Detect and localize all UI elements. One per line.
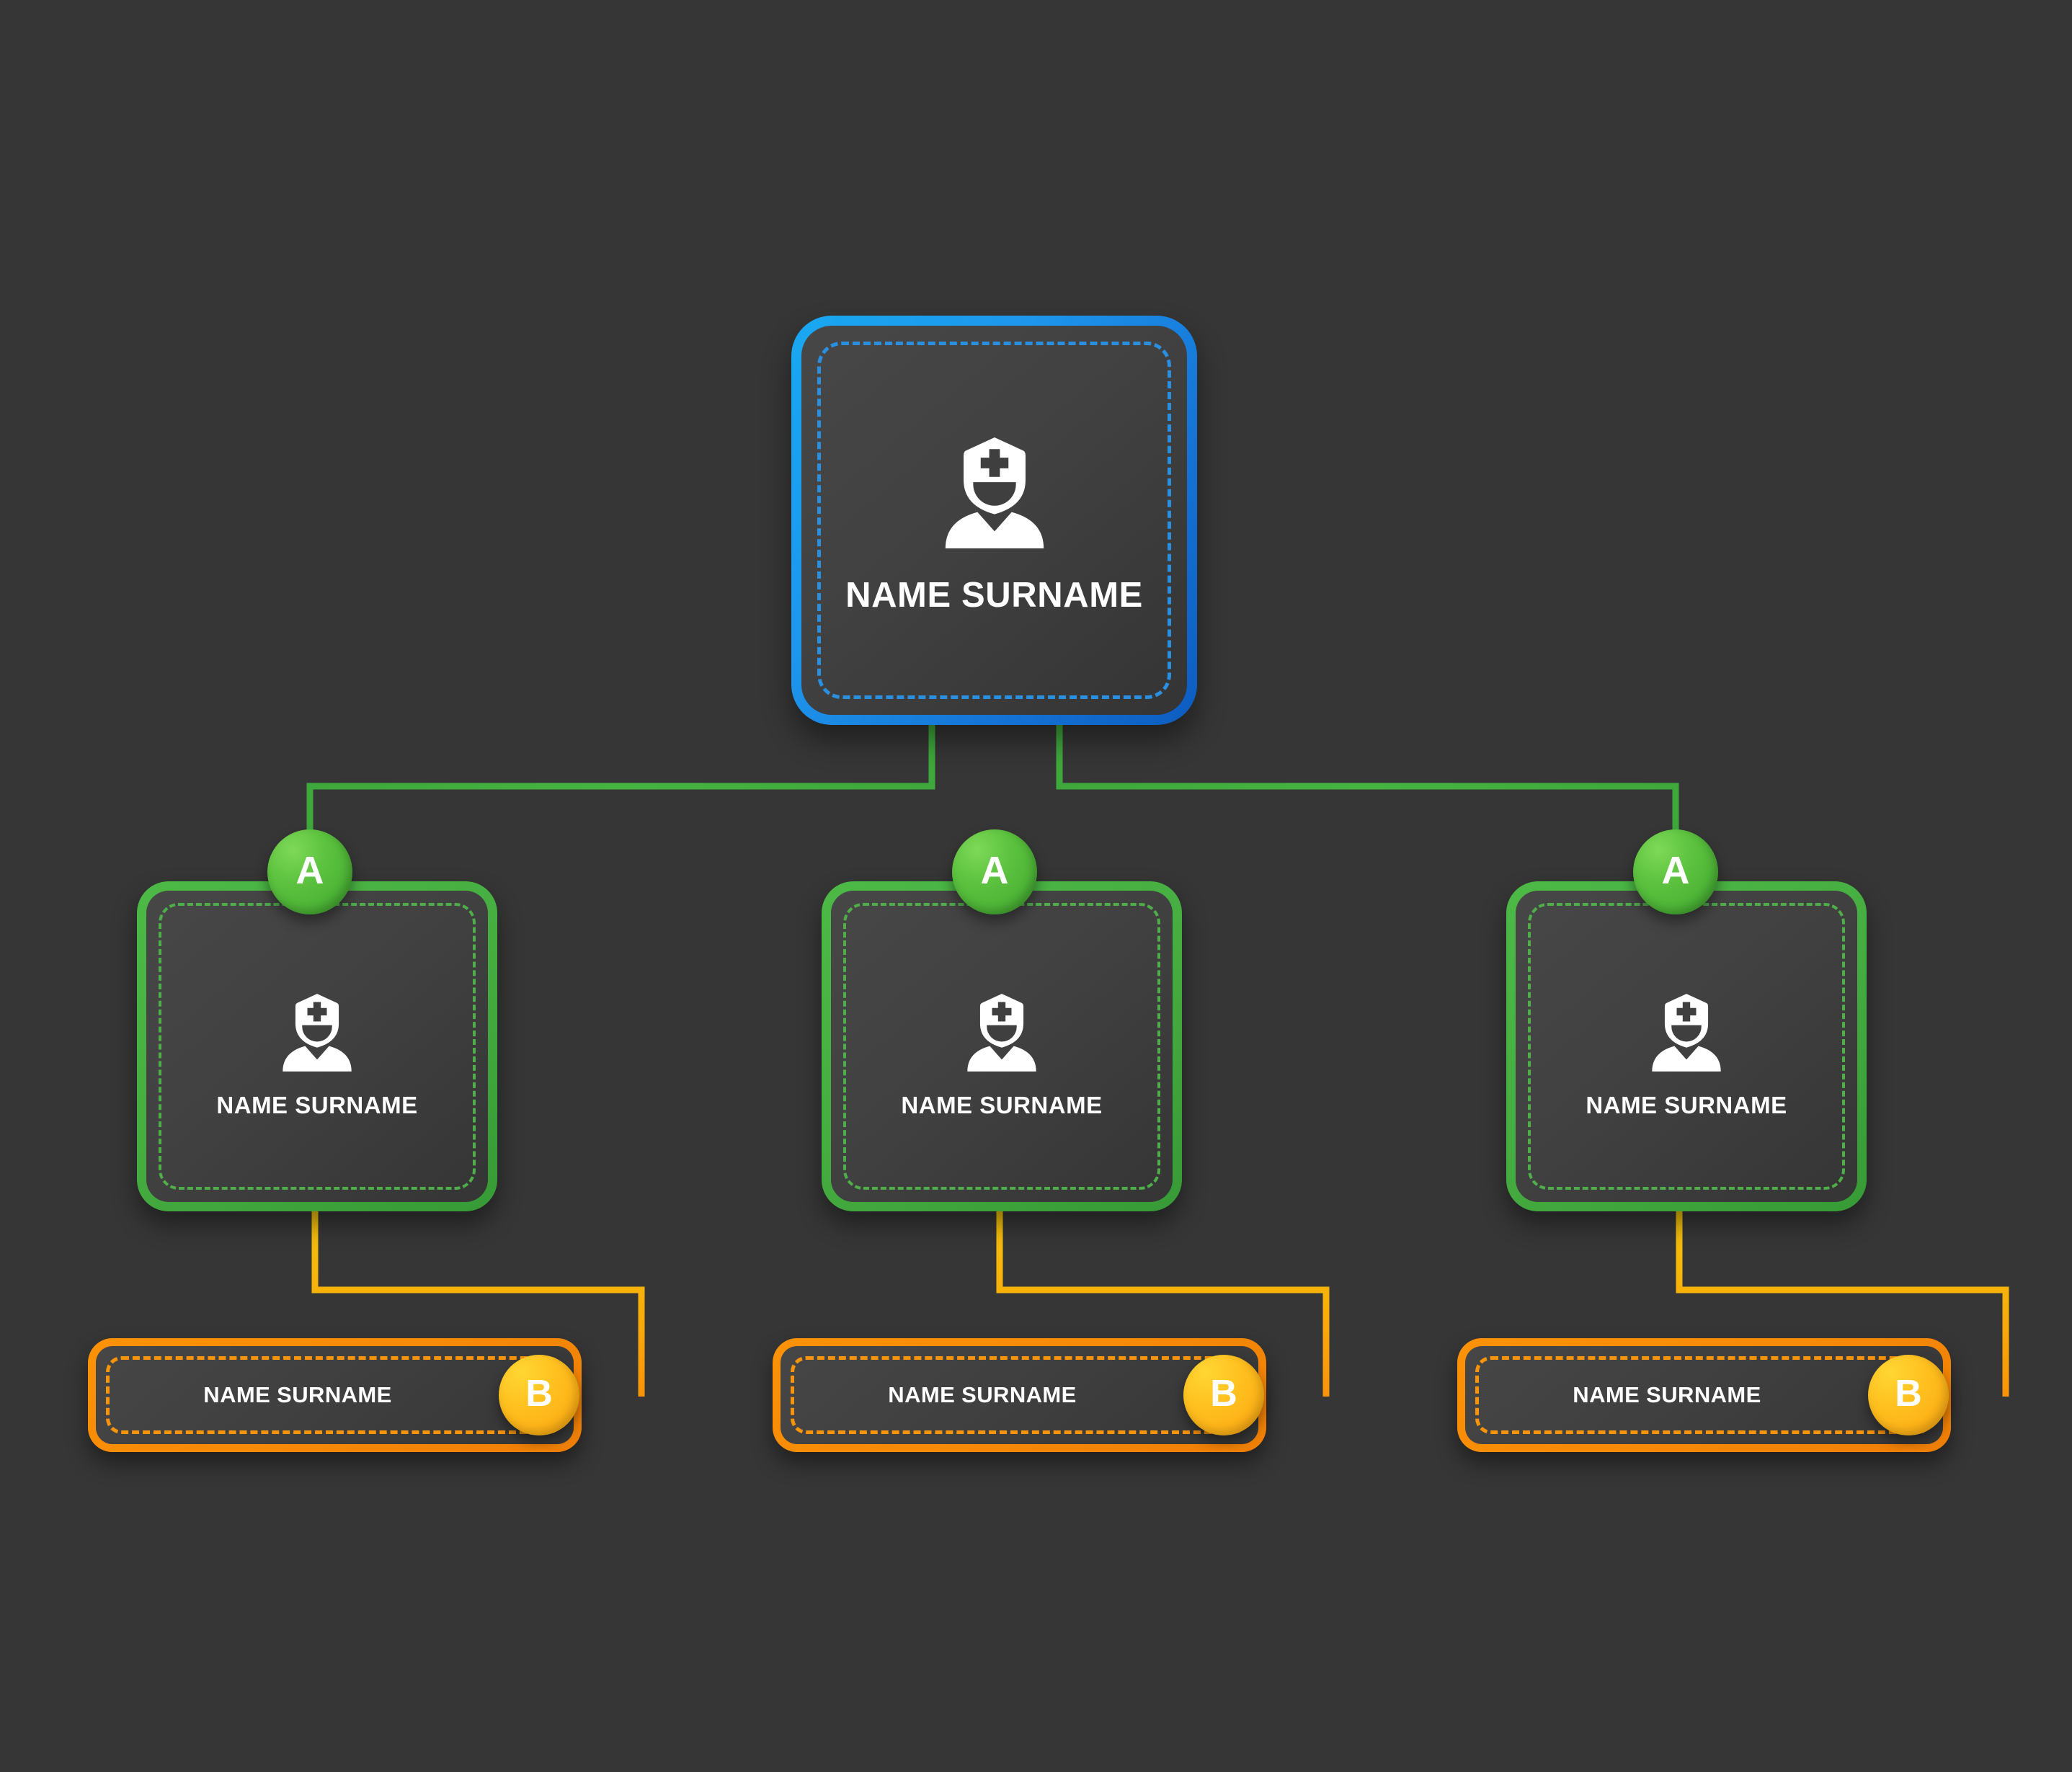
level3-node-label: NAME SURNAME [1573, 1382, 1761, 1407]
badge-a-label: A [1661, 849, 1690, 892]
nurse-icon [964, 992, 1039, 1073]
org-node-level2-3[interactable]: NAME SURNAME [1506, 881, 1867, 1211]
level2-node-label: NAME SURNAME [901, 1092, 1103, 1118]
nurse-icon [941, 435, 1049, 551]
edge-root-to-a3 [1056, 724, 1679, 850]
nurse-icon [280, 992, 355, 1073]
root-node-label: NAME SURNAME [845, 576, 1143, 615]
badge-a-label: A [295, 849, 324, 892]
org-node-root[interactable]: NAME SURNAME [791, 316, 1197, 725]
level3-node-label: NAME SURNAME [888, 1382, 1077, 1407]
org-node-level2-2[interactable]: NAME SURNAME [822, 881, 1182, 1211]
org-node-level3-1[interactable]: NAME SURNAME [88, 1338, 582, 1452]
badge-a-1[interactable]: A [267, 829, 352, 914]
org-node-level2-1[interactable]: NAME SURNAME [137, 881, 497, 1211]
badge-b-3[interactable]: B [1868, 1355, 1949, 1435]
badge-a-3[interactable]: A [1633, 829, 1718, 914]
badge-a-label: A [980, 849, 1009, 892]
nurse-icon [1649, 992, 1724, 1073]
badge-a-2[interactable]: A [952, 829, 1037, 914]
level3-node-label: NAME SURNAME [203, 1382, 392, 1407]
badge-b-label: B [1210, 1373, 1237, 1415]
badge-b-label: B [525, 1373, 553, 1415]
badge-b-1[interactable]: B [499, 1355, 579, 1435]
level2-node-label: NAME SURNAME [1586, 1092, 1787, 1118]
badge-b-2[interactable]: B [1183, 1355, 1264, 1435]
org-node-level3-3[interactable]: NAME SURNAME [1457, 1338, 1951, 1452]
edge-root-to-a1 [306, 724, 935, 850]
level2-node-label: NAME SURNAME [216, 1092, 418, 1118]
badge-b-label: B [1895, 1373, 1922, 1415]
